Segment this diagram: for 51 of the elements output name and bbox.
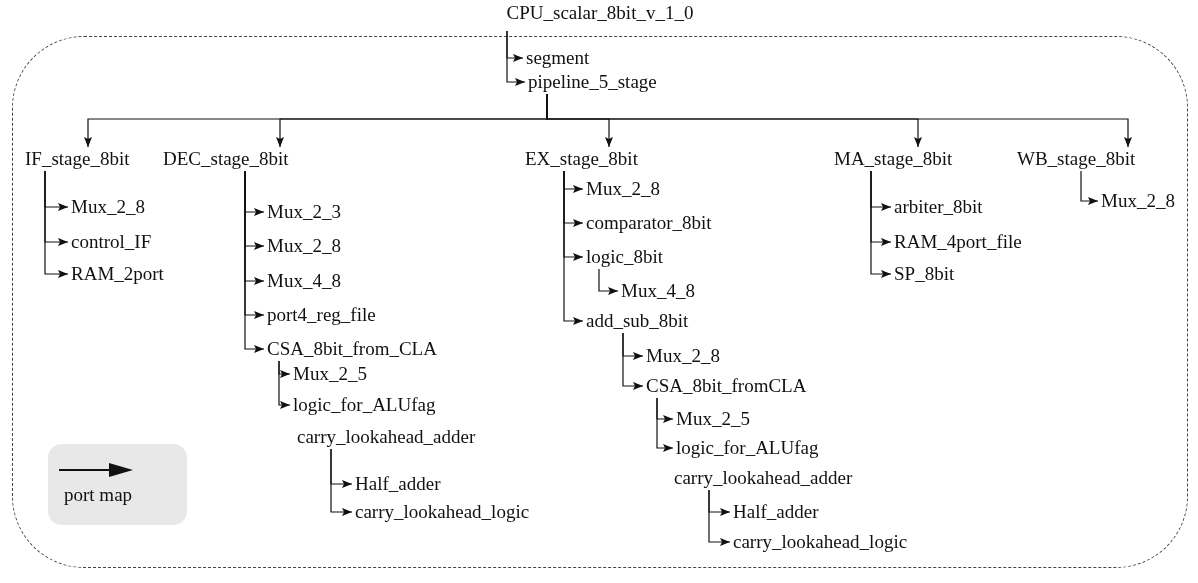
module-label: RAM_2port [71,263,164,285]
module-label: Mux_2_5 [676,408,750,430]
module-label: carry_lookahead_adder [297,426,476,448]
arrow [1080,170,1099,205]
module-label: Mux_2_8 [646,345,720,367]
arrow [546,93,1132,148]
module-label: logic_for_ALUfag [676,437,819,459]
arrow [622,332,644,390]
arrow [244,170,265,353]
module-label: IF_stage_8bit [25,148,130,170]
module-label: CSA_8bit_fromCLA [646,375,807,397]
arrow [563,170,584,325]
module-label: Mux_2_5 [293,363,367,385]
arrow [506,30,526,86]
module-label: EX_stage_8bit [525,148,638,170]
arrow [708,489,731,546]
arrow [278,360,291,409]
module-label: WB_stage_8bit [1017,148,1136,170]
module-label: comparator_8bit [586,212,712,234]
module-label: Mux_4_8 [621,280,695,302]
module-label: control_IF [71,231,152,253]
module-label: Mux_2_8 [586,178,660,200]
module-label: Mux_4_8 [267,270,341,292]
module-label: carry_lookahead_logic [733,531,908,553]
arrow [330,448,353,516]
module-label: carry_lookahead_logic [355,501,530,523]
module-label: Half_adder [355,473,441,495]
module-label: Mux_2_3 [267,201,341,223]
module-label: pipeline_5_stage [528,71,657,93]
arrow [656,397,674,452]
module-label: Mux_2_8 [1101,190,1175,212]
module-label: MA_stage_8bit [834,148,953,170]
arrow [870,170,892,278]
module-label: RAM_4port_file [894,231,1022,253]
module-label: Mux_2_8 [267,235,341,257]
top-module-title: CPU_scalar_8bit_v_1_0 [506,2,694,24]
module-label: logic_for_ALUfag [293,394,436,416]
module-label: Half_adder [733,501,819,523]
module-label: DEC_stage_8bit [163,148,289,170]
arrow [44,170,69,278]
module-label: port4_reg_file [267,304,376,326]
module-label: arbiter_8bit [894,196,983,218]
module-label: CSA_8bit_from_CLA [267,338,437,360]
module-label: add_sub_8bit [586,310,689,332]
module-label: Mux_2_8 [71,196,145,218]
module-label: SP_8bit [894,263,955,285]
module-label: segment [526,47,590,69]
module-label: carry_lookahead_adder [674,467,853,489]
arrow [598,268,619,295]
module-label: logic_8bit [586,246,664,268]
legend-label: port map [64,484,133,506]
